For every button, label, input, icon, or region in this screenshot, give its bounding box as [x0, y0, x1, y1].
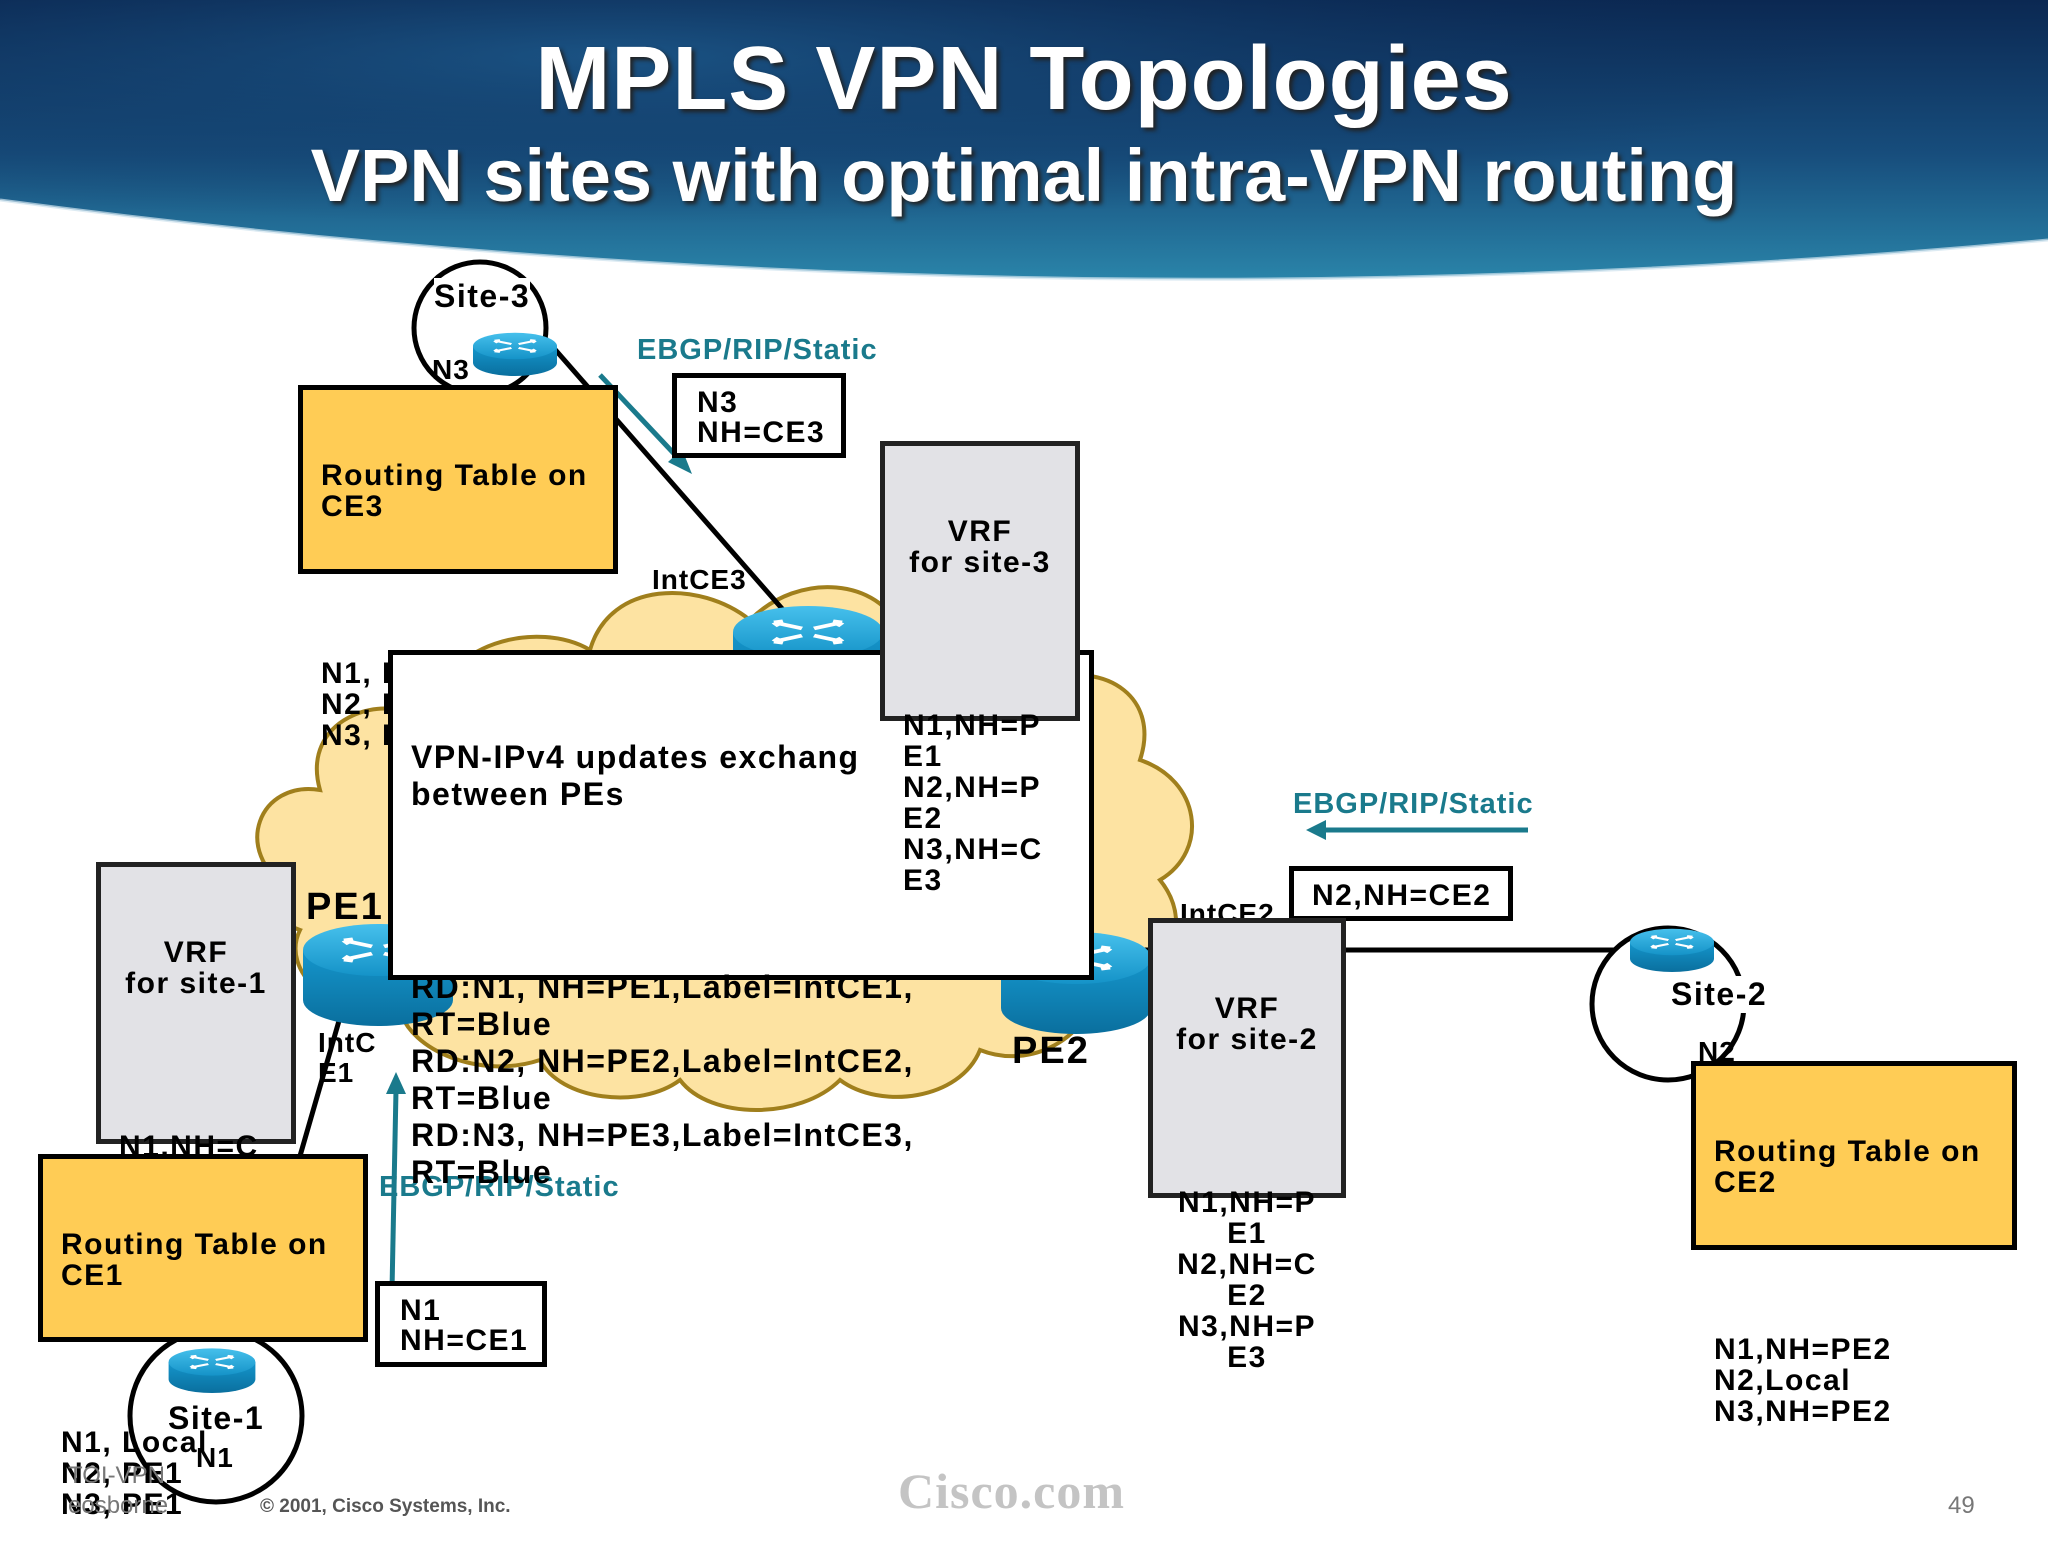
vpn-ipv4-updates-header: VPN-IPv4 updates exchang between PEs: [411, 739, 860, 812]
ce3-router-icon: [473, 332, 557, 376]
link-site3-pe3: [543, 336, 787, 614]
vrf-site2-header: VRF for site-2: [1176, 992, 1318, 1056]
advert-n2-box: N2,NH=CE2: [1289, 866, 1513, 921]
routing-table-ce2-header: Routing Table on CE2: [1714, 1135, 1981, 1199]
site3-network: N3: [432, 354, 470, 385]
cisco-logo: Cisco.com: [898, 1463, 1125, 1519]
intce3-label: IntCE3: [652, 564, 747, 595]
footer-author: eosborne: [68, 1492, 169, 1519]
page-subtitle: VPN sites with optimal intra-VPN routing: [310, 134, 1738, 217]
protocol-label-site3: EBGP/RIP/Static: [637, 334, 878, 366]
footer-course: TOI-VPN: [68, 1462, 165, 1489]
vrf-site3-header: VRF for site-3: [909, 515, 1051, 579]
page-number: 49: [1948, 1492, 1975, 1519]
routing-table-ce2-rows: N1,NH=PE2 N2,Local N3,NH=PE2: [1714, 1333, 1892, 1428]
routing-table-ce1-header: Routing Table on CE1: [61, 1228, 328, 1292]
header-banner: [0, 0, 2048, 281]
pe2-label: PE2: [1012, 1030, 1090, 1072]
page-title: MPLS VPN Topologies: [535, 29, 1513, 129]
site3-name: Site-3: [434, 278, 531, 315]
routing-table-ce3: Routing Table on CE3 N1, PE3 N2, PE3 N3,…: [298, 385, 618, 751]
vrf-site1-box: VRF for site-1 N1,NH=C E1 N2,NH=P E2 N3,…: [96, 862, 296, 1317]
vrf-site3-box: VRF for site-3 N1,NH=P E1 N2,NH=P E2 N3,…: [880, 441, 1080, 896]
vpn-ipv4-updates-rows: RD:N1, NH=PE1,Label=IntCE1, RT=Blue RD:N…: [411, 969, 914, 1190]
vrf-site3-rows: N1,NH=P E1 N2,NH=P E2 N3,NH=C E3: [903, 709, 1043, 897]
routing-table-ce1-rows: N1, Local N2, PE1 N3, PE1: [61, 1426, 208, 1521]
vrf-site1-header: VRF for site-1: [125, 936, 267, 1000]
advert-n1-box: N1 NH=CE1: [375, 1281, 547, 1367]
site1-name: Site-1: [168, 1400, 265, 1436]
arrow-ce1-advert: [386, 1072, 406, 1291]
advert-n3-box: N3 NH=CE3: [672, 373, 846, 458]
protocol-label-site2: EBGP/RIP/Static: [1293, 788, 1534, 820]
arrow-ce2-advert: [1306, 820, 1528, 840]
routing-table-ce2: Routing Table on CE2 N1,NH=PE2 N2,Local …: [1691, 1061, 2017, 1427]
site2-name: Site-2: [1671, 976, 1768, 1013]
vrf-site2-box: VRF for site-2 N1,NH=P E1 N2,NH=C E2 N3,…: [1148, 918, 1346, 1373]
ce2-router-icon: [1630, 928, 1714, 972]
link-pe1-site1: [297, 999, 348, 1157]
pe1-label: PE1: [306, 886, 384, 928]
ce1-router-icon: [168, 1348, 256, 1393]
routing-table-ce3-header: Routing Table on CE3: [321, 459, 588, 523]
vrf-site2-rows: N1,NH=P E1 N2,NH=C E2 N3,NH=P E3: [1177, 1186, 1317, 1374]
footer-copyright: © 2001, Cisco Systems, Inc.: [260, 1496, 511, 1517]
intce1-label: IntC E1: [318, 1027, 377, 1088]
routing-table-ce1: Routing Table on CE1 N1, Local N2, PE1 N…: [38, 1154, 368, 1520]
protocol-label-site1: EBGP/RIP/Static: [379, 1171, 620, 1203]
site1-network: N1: [196, 1442, 234, 1473]
